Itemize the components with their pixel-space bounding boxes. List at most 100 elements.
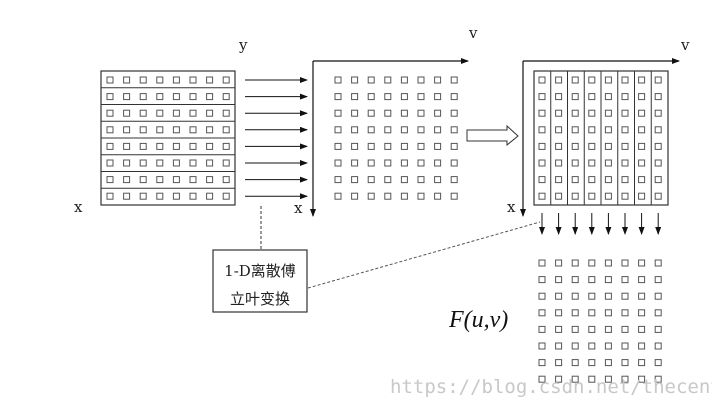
grid-cell	[654, 342, 662, 350]
grid-cell	[538, 325, 546, 333]
grid-cell	[206, 109, 214, 117]
grid-cell	[172, 109, 180, 117]
grid-cell	[139, 76, 147, 84]
grid-cell	[588, 159, 596, 167]
grid-cell	[156, 93, 164, 101]
input-grid-rows	[100, 70, 236, 206]
grid-cell	[571, 292, 579, 300]
grid-cell	[654, 359, 662, 367]
intermediate-grid	[334, 76, 458, 200]
grid-cell	[555, 276, 563, 284]
watermark: https://blog.csdn.net/thecentry	[390, 376, 712, 398]
grid-cell	[417, 176, 425, 184]
grid-cell	[654, 126, 662, 134]
grid-cell	[400, 142, 408, 150]
hollow-arrow-icon	[466, 124, 519, 147]
transform-box	[212, 249, 308, 313]
axis-label-v-right: v	[680, 36, 690, 54]
grid-cell	[555, 76, 563, 84]
grid-cell	[434, 93, 442, 101]
grid-cell	[555, 176, 563, 184]
grid-cell	[571, 76, 579, 84]
result-label: F(u,v)	[448, 307, 508, 333]
grid-cell	[588, 93, 596, 101]
grid-cell	[417, 142, 425, 150]
grid-cell	[123, 159, 131, 167]
grid-cell	[638, 342, 646, 350]
grid-cell	[604, 359, 612, 367]
grid-cell	[367, 109, 375, 117]
grid-cell	[538, 76, 546, 84]
grid-cell	[571, 126, 579, 134]
grid-cell	[654, 109, 662, 117]
grid-cell	[222, 109, 230, 117]
grid-cell	[367, 76, 375, 84]
grid-cell	[189, 93, 197, 101]
grid-cell	[384, 142, 392, 150]
grid-cell	[139, 142, 147, 150]
grid-cell	[189, 142, 197, 150]
grid-cell	[538, 109, 546, 117]
grid-cell	[621, 76, 629, 84]
grid-cell	[206, 142, 214, 150]
grid-cell	[351, 109, 359, 117]
grid-cell	[367, 126, 375, 134]
grid-cell	[334, 126, 342, 134]
grid-cell	[351, 126, 359, 134]
grid-cell	[621, 359, 629, 367]
grid-cell	[654, 192, 662, 200]
grid-cell	[571, 192, 579, 200]
transform-box-line2: 立叶变换	[230, 290, 290, 308]
grid-cell	[206, 126, 214, 134]
grid-cell	[555, 109, 563, 117]
grid-cell	[621, 309, 629, 317]
grid-cell	[123, 126, 131, 134]
grid-cell	[334, 142, 342, 150]
grid-cell	[604, 259, 612, 267]
grid-cell	[106, 176, 114, 184]
grid-cell	[384, 192, 392, 200]
grid-cell	[172, 159, 180, 167]
grid-cell	[538, 176, 546, 184]
grid-cell	[334, 176, 342, 184]
grid-cell	[654, 142, 662, 150]
grid-cell	[654, 159, 662, 167]
grid-cell	[588, 325, 596, 333]
grid-cell	[571, 93, 579, 101]
grid-cell	[434, 176, 442, 184]
grid-cell	[156, 109, 164, 117]
grid-cell	[106, 126, 114, 134]
grid-cell	[156, 142, 164, 150]
grid-cell	[400, 176, 408, 184]
grid-cell	[571, 325, 579, 333]
grid-cell	[538, 276, 546, 284]
grid-cell	[604, 159, 612, 167]
grid-cell	[384, 159, 392, 167]
grid-cell	[638, 259, 646, 267]
grid-cell	[638, 359, 646, 367]
grid-cell	[189, 109, 197, 117]
grid-cell	[450, 93, 458, 101]
grid-cell	[156, 192, 164, 200]
grid-cell	[123, 192, 131, 200]
grid-cell	[400, 109, 408, 117]
grid-cell	[621, 325, 629, 333]
grid-cell	[654, 325, 662, 333]
grid-cell	[621, 276, 629, 284]
grid-cell	[654, 375, 662, 383]
grid-cell	[206, 192, 214, 200]
grid-cell	[172, 192, 180, 200]
grid-cell	[367, 93, 375, 101]
grid-cell	[400, 192, 408, 200]
grid-cell	[400, 76, 408, 84]
axis-label-x-mid: x	[294, 199, 303, 217]
grid-cell	[139, 192, 147, 200]
grid-cell	[588, 309, 596, 317]
grid-cell	[417, 109, 425, 117]
grid-cell	[621, 342, 629, 350]
grid-cell	[588, 142, 596, 150]
grid-cell	[588, 276, 596, 284]
grid-cell	[538, 192, 546, 200]
grid-cell	[638, 325, 646, 333]
grid-cell	[206, 93, 214, 101]
